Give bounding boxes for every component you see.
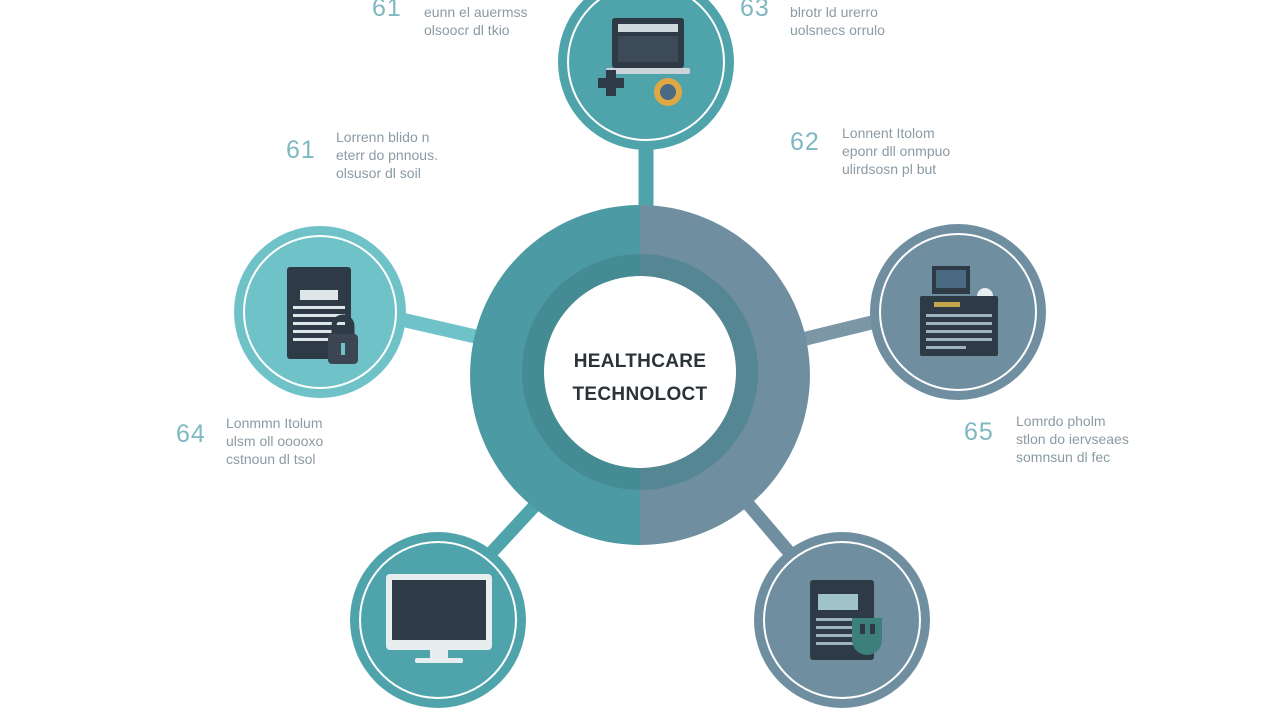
- node-description: Lonnent Itolom eponr dll onmpuo ulirdsos…: [842, 124, 950, 178]
- secure-device-icon: [810, 580, 882, 660]
- node-description-line: olsoocr dl tkio: [424, 22, 510, 38]
- node-description-line: Lorrenn blido n: [336, 129, 430, 145]
- node-description-line: eterr do pnnous.: [336, 147, 438, 163]
- center-title-line2: TECHNOLOCT: [572, 384, 708, 405]
- center-title-line1: HEALTHCARE: [573, 351, 707, 372]
- node-right[interactable]: [870, 224, 1046, 400]
- node-number: 63: [740, 0, 770, 22]
- node-description-line: eunn el auermss: [424, 4, 528, 20]
- node-description-line: ulirdsosn pl but: [842, 161, 937, 177]
- patient-record-lock-icon: [287, 267, 358, 364]
- node-number: 64: [176, 420, 206, 448]
- node-number: 61: [372, 0, 402, 22]
- node-description-line: uolsnecs orrulo: [790, 22, 885, 38]
- center-hub: [470, 205, 810, 545]
- node-number: 62: [790, 128, 820, 156]
- node-bottom-right[interactable]: [754, 532, 930, 708]
- telehealth-computer-icon: [598, 18, 690, 106]
- node-description-line: somnsun dl fec: [1016, 449, 1111, 465]
- monitor-icon: [386, 574, 492, 663]
- node-description-line: cstnoun dl tsol: [226, 451, 316, 467]
- medical-equipment-icon: [920, 266, 998, 356]
- node-description-line: Lomrdo pholm: [1016, 413, 1106, 429]
- node-description-line: ulsm oll ooooxo: [226, 433, 324, 449]
- center-title: HEALTHCARE TECHNOLOCT: [540, 345, 740, 411]
- node-description: eunn el auermss olsoocr dl tkio: [424, 3, 528, 39]
- node-description-line: Lonnent Itolom: [842, 125, 935, 141]
- node-description-line: eponr dll onmpuo: [842, 143, 951, 159]
- connector-left: [388, 311, 489, 345]
- node-left[interactable]: [234, 226, 406, 398]
- node-top[interactable]: [558, 0, 734, 150]
- node-description: Lonmmn Itolum ulsm oll ooooxo cstnoun dl…: [226, 414, 323, 468]
- node-description: Lorrenn blido n eterr do pnnous. olsusor…: [336, 128, 438, 182]
- node-description-line: stlon do iervseaes: [1016, 431, 1129, 447]
- node-bottom-left[interactable]: [350, 532, 526, 708]
- node-description: Lomrdo pholm stlon do iervseaes somnsun …: [1016, 412, 1129, 466]
- node-description-line: blrotr ld urerro: [790, 4, 878, 20]
- node-number: 61: [286, 136, 316, 164]
- node-number: 65: [964, 418, 994, 446]
- node-description-line: Lonmmn Itolum: [226, 415, 323, 431]
- node-description: blrotr ld urerro uolsnecs orrulo: [790, 3, 885, 39]
- hub-inner-disk: [544, 276, 736, 468]
- node-description-line: olsusor dl soil: [336, 165, 421, 181]
